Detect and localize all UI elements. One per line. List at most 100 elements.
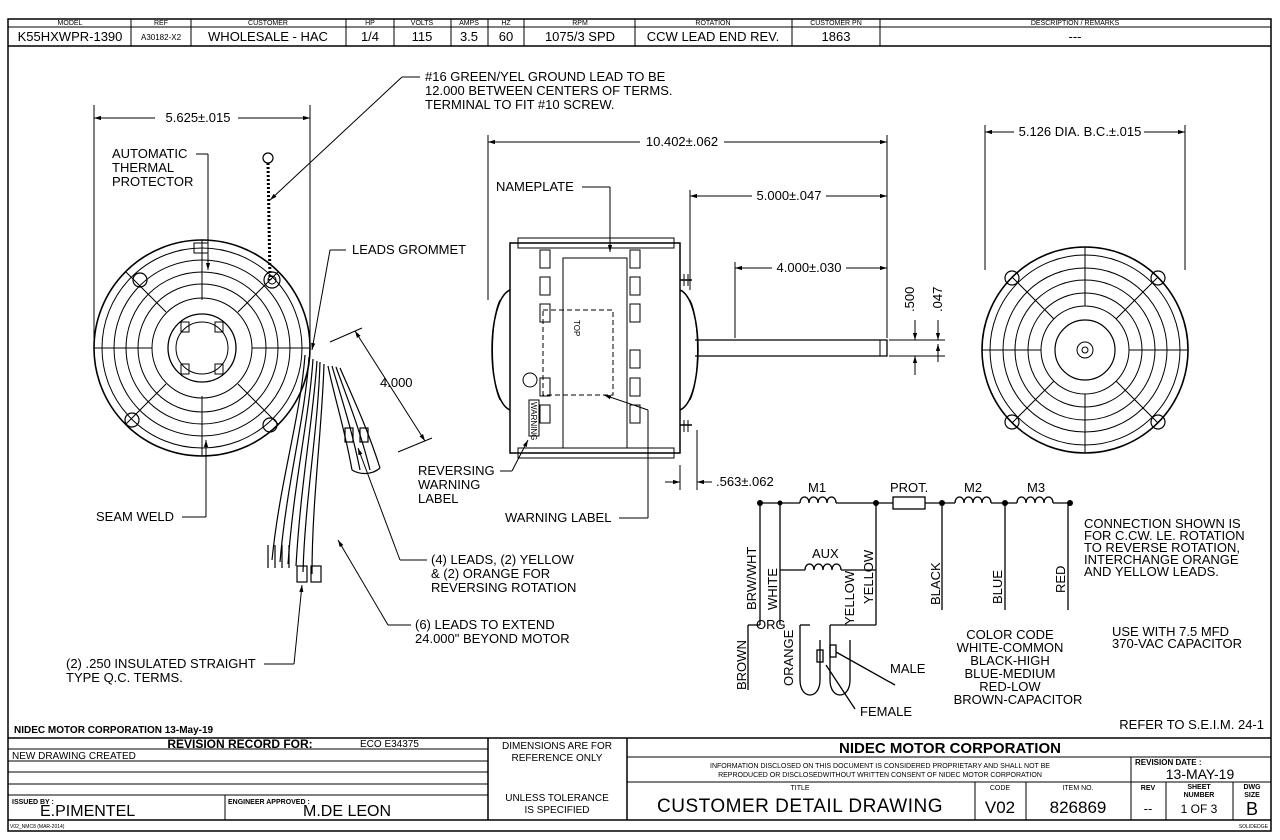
six-leads-line1: (6) LEADS TO EXTEND — [415, 617, 555, 632]
header-col-customer: CUSTOMER — [248, 20, 288, 27]
dim-5000-label: 5.000±.047 — [757, 188, 822, 203]
color-code-blue: BLUE-MEDIUM — [964, 666, 1055, 681]
wire-female: FEMALE — [860, 704, 912, 719]
six-leads-line2: 24.000" BEYOND MOTOR — [415, 631, 570, 646]
connection-line5: AND YELLOW LEADS. — [1084, 564, 1219, 579]
capacitor-note: USE WITH 7.5 MFD 370-VAC CAPACITOR — [1112, 624, 1242, 651]
header-col-ref: REF — [154, 20, 168, 27]
rev-value: -- — [1144, 801, 1153, 816]
connection-line3: TO REVERSE ROTATION, — [1084, 540, 1240, 555]
reversing-line3: LABEL — [418, 491, 458, 506]
issued-label: ISSUED BY : — [12, 799, 54, 806]
dims-ref-line1: DIMENSIONS ARE FOR — [502, 741, 612, 752]
nameplate-top-text: TOP — [572, 320, 581, 336]
protector-note-line2: THERMAL — [112, 160, 174, 175]
wire-blue: BLUE — [990, 570, 1005, 604]
eco-number: ECO E34375 — [360, 739, 419, 750]
connection-line2: FOR C.CW. LE. ROTATION — [1084, 528, 1245, 543]
dim-563 — [665, 430, 712, 490]
tolerance-line2: IS SPECIFIED — [524, 805, 589, 816]
header-val-hp: 1/4 — [361, 29, 379, 44]
dim-563-label: .563±.062 — [716, 474, 774, 489]
sheet-border — [7, 18, 1272, 832]
header-val-model: K55HXWPR-1390 — [18, 29, 123, 44]
sheet-label-2: NUMBER — [1184, 792, 1215, 799]
qc-terms-line2: TYPE Q.C. TERMS. — [66, 670, 183, 685]
header-val-customer: WHOLESALE - HAC — [208, 29, 328, 44]
sheet-value: 1 OF 3 — [1181, 802, 1218, 816]
tolerance-line1: UNLESS TOLERANCE — [505, 793, 609, 804]
qc-terms-note: (2) .250 INSULATED STRAIGHT TYPE Q.C. TE… — [66, 584, 304, 685]
drawing-title: CUSTOMER DETAIL DRAWING — [657, 796, 943, 817]
nidec-date: NIDEC MOTOR CORPORATION 13-May-19 — [14, 725, 214, 736]
rev-label: REV — [1141, 785, 1156, 792]
wire-orange: ORANGE — [781, 629, 796, 686]
footer-left: V02_NMC8 (MAR-2014) — [10, 824, 65, 830]
grommet-leader — [311, 249, 346, 351]
wire-org: ORG — [756, 617, 786, 632]
connection-line1: CONNECTION SHOWN IS — [1084, 516, 1241, 531]
header-val-volts: 115 — [412, 29, 433, 44]
sheet-label-1: SHEET — [1187, 784, 1211, 791]
nameplate-note: NAMEPLATE — [496, 179, 613, 252]
code-label: CODE — [990, 785, 1011, 792]
header-col-model: MODEL — [58, 20, 83, 27]
footer-right: SOLIDEDGE — [1239, 824, 1269, 830]
header-val-hz: 60 — [499, 29, 513, 44]
wire-male: MALE — [890, 661, 926, 676]
left-end-view — [93, 239, 311, 457]
revision-date: 13-MAY-19 — [1166, 766, 1235, 782]
color-code-red: RED-LOW — [979, 679, 1041, 694]
refer-note: REFER TO S.E.I.M. 24-1 — [1119, 717, 1264, 732]
dim-4000-angled-label: 4.000 — [380, 375, 413, 390]
leads-bundle — [267, 354, 381, 583]
dwg-label-2: SIZE — [1244, 792, 1260, 799]
right-end-view — [981, 246, 1189, 454]
grommet-label: LEADS GROMMET — [352, 242, 466, 257]
reversing-line2: WARNING — [418, 477, 480, 492]
wire-brw-wht: BRW/WHT — [744, 547, 759, 610]
dim-5625-label: 5.625±.015 — [166, 110, 231, 125]
nameplate-label: NAMEPLATE — [496, 179, 574, 194]
color-code-white: WHITE-COMMON — [957, 640, 1064, 655]
wire-white: WHITE — [765, 568, 780, 610]
header-col-description: DESCRIPTION / REMARKS — [1031, 20, 1120, 27]
four-leads-line1: (4) LEADS, (2) YELLOW — [431, 552, 575, 567]
header-col-hz: HZ — [501, 20, 511, 27]
dim-4000-label: 4.000±.030 — [777, 260, 842, 275]
header-val-amps: 3.5 — [460, 29, 478, 44]
dim-4000 — [734, 262, 887, 338]
protector-note-line1: AUTOMATIC — [112, 146, 187, 161]
six-leads-note: (6) LEADS TO EXTEND 24.000" BEYOND MOTOR — [337, 539, 570, 646]
color-code-legend: COLOR CODE WHITE-COMMON BLACK-HIGH BLUE-… — [954, 627, 1083, 707]
dim-5126 — [984, 125, 1186, 270]
ground-note: #16 GREEN/YEL GROUND LEAD TO BE 12.000 B… — [269, 69, 673, 201]
dim-10402-label: 10.402±.062 — [646, 134, 718, 149]
wiring-nodes — [757, 500, 1073, 506]
code-value: V02 — [985, 798, 1015, 817]
dim-047-label: .047 — [930, 287, 945, 312]
four-leads-line3: REVERSING ROTATION — [431, 580, 576, 595]
header-val-description: --- — [1069, 29, 1082, 44]
ground-lead — [262, 152, 274, 281]
title-block — [8, 737, 1271, 821]
dims-ref-line2: REFERENCE ONLY — [512, 753, 603, 764]
wire-m2: M2 — [964, 480, 982, 495]
title-label: TITLE — [790, 785, 809, 792]
dim-500-label: .500 — [902, 287, 917, 312]
wire-brown: BROWN — [734, 640, 749, 690]
header-col-rpm: RPM — [572, 20, 588, 27]
reversing-line1: REVERSING — [418, 463, 495, 478]
warning-label-note: WARNING LABEL — [505, 394, 649, 525]
dim-4000-angled — [329, 327, 433, 453]
capacitor-line2: 370-VAC CAPACITOR — [1112, 636, 1242, 651]
dim-5000 — [689, 190, 887, 290]
wire-black: BLACK — [928, 562, 943, 605]
color-code-brown: BROWN-CAPACITOR — [954, 692, 1083, 707]
seam-weld-label: SEAM WELD — [96, 509, 174, 524]
disclaimer-line1: INFORMATION DISCLOSED ON THIS DOCUMENT I… — [710, 763, 1050, 770]
connection-line4: INTERCHANGE ORANGE — [1084, 552, 1239, 567]
header-val-customer-pn: 1863 — [822, 29, 851, 44]
wire-yellow-2: YELLOW — [842, 570, 857, 625]
coils — [799, 496, 1054, 577]
